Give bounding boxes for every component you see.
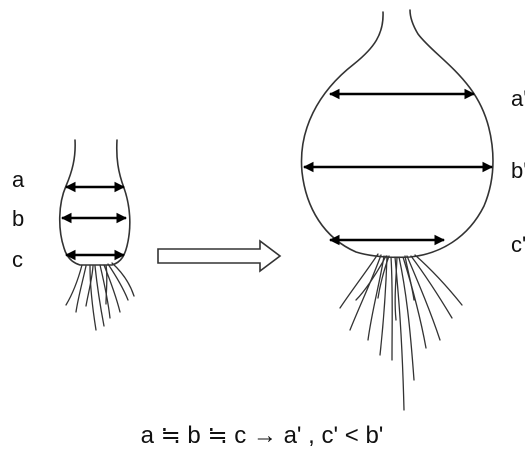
- label-b-prime: b': [511, 158, 525, 183]
- label-a-prime: a': [511, 86, 525, 111]
- label-a: a: [12, 167, 25, 192]
- label-c: c: [12, 247, 23, 272]
- large-bulb-roots: [340, 254, 462, 410]
- caption: a ≒ b ≒ c → a' , c' < b': [141, 422, 384, 449]
- label-b: b: [12, 206, 24, 231]
- small-bulb-outline: [60, 140, 130, 265]
- label-c-prime: c': [511, 232, 525, 257]
- large-bulb-outline: [301, 10, 492, 257]
- transition-arrow: [158, 241, 280, 271]
- small-bulb: a b c: [12, 140, 134, 330]
- large-bulb: a' b' c': [301, 10, 525, 410]
- small-bulb-roots: [66, 263, 134, 330]
